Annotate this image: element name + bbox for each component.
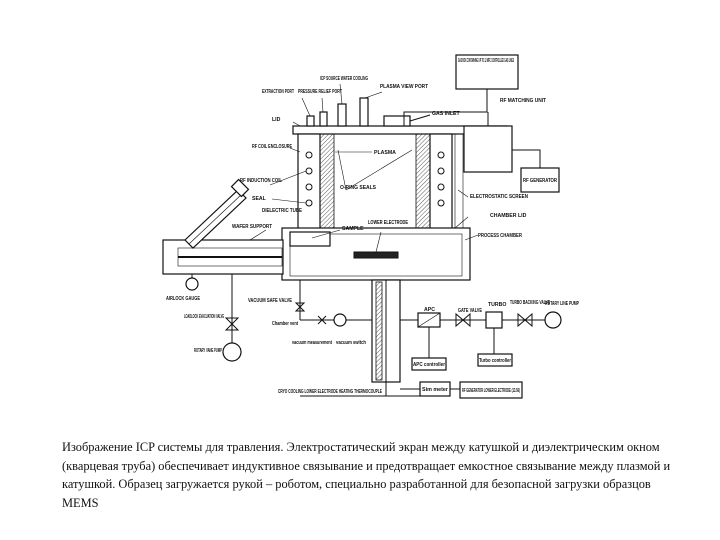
rf-matching-unit: [463, 125, 513, 173]
label-wafer-support: WAFER SUPPORT: [232, 224, 273, 230]
label-dielectric-tube: DIELECTRIC TUBE: [262, 208, 302, 214]
label-vacuum-switch: vacuum switch: [336, 340, 366, 346]
label-rf-induction-coil: RF INDUCTION COIL: [240, 178, 283, 184]
source-right-wall: [429, 133, 453, 231]
label-lower-rf-generator: RF GENERATOR LOWER ELECTRODE (13.56): [462, 388, 520, 394]
label-gate-valve: GATE VALVE: [458, 308, 482, 314]
vacuum-safe-valve: [294, 302, 306, 312]
pressure-relief-stub: [319, 111, 328, 127]
label-gas-box: GAS BOX CONTAINING UP TO 12 MFC CONTROLL…: [458, 58, 514, 64]
loadlock-evac-valve: [224, 317, 240, 331]
turbo-pump: [485, 311, 503, 329]
label-apc-controller: APC controller: [413, 362, 445, 368]
gate-valve: [455, 312, 471, 328]
label-sample: SAMPLE: [342, 226, 364, 232]
lower-rf-gen-box: [459, 381, 523, 399]
label-chamber-vent: Chamber vent: [272, 321, 298, 327]
lower-electrode: [353, 251, 399, 259]
plasma-view-stub: [359, 97, 369, 127]
label-cryo-cooling: CRYO COOLING LOWER ELECTRODE HEATING THE…: [278, 389, 382, 395]
electrostatic-screen-right: [454, 133, 464, 229]
water-cooling-stub: [337, 103, 347, 127]
label-process-chamber: PROCESS CHAMBER: [478, 233, 522, 239]
dielectric-right: [415, 133, 431, 231]
label-gas-inlet: GAS INLET: [432, 111, 460, 117]
label-rotary-line-pump: ROTARY LINE PUMP: [545, 301, 579, 307]
apc-controller-box: [411, 357, 447, 371]
label-turbo-backing-valve: TURBO BACKING VALVE: [510, 300, 550, 306]
chamber-inner: [289, 233, 463, 277]
rf-generator: [520, 167, 560, 193]
label-extraction-port: EXTRACTION PORT: [262, 89, 295, 95]
label-rf-generator: RF GENERATOR: [523, 178, 557, 184]
rotary-line-pump: [544, 311, 562, 329]
gas-inlet-stub: [383, 115, 411, 127]
label-seal: SEAL: [252, 196, 267, 202]
rotary-vane-pump: [222, 342, 242, 362]
sample-block: [289, 231, 331, 247]
gas-box: [455, 54, 519, 90]
label-rf-matching: RF MATCHING UNIT: [500, 98, 547, 104]
label-chamber-lid: CHAMBER LID: [490, 213, 527, 219]
label-lower-electrode: LOWER ELECTRODE: [368, 220, 408, 226]
extraction-port-stub: [306, 115, 315, 127]
label-rotary-vane-pump: ROTARY VANE PUMP: [194, 348, 222, 354]
label-pressure-relief: PRESSURE RELIEF PORT: [298, 89, 343, 95]
turbo-controller-box: [477, 353, 513, 367]
label-sim-meter: Sim meter: [422, 387, 448, 393]
label-lid: LID: [272, 117, 281, 123]
backing-valve: [517, 312, 533, 328]
label-loadlock-evac-valve: LOADLOCK EVACUATION VALVE: [184, 314, 224, 320]
diagram-labels: GAS BOX CONTAINING UP TO 12 MFC CONTROLL…: [166, 58, 579, 395]
label-plasma: PLASMA: [374, 150, 396, 156]
label-icp-source-cooling: ICP SOURCE WATER COOLING: [320, 76, 368, 82]
label-rf-coil-enclosure: RF COIL ENCLOSURE: [252, 144, 292, 150]
vacuum-measurement-gauge: [333, 313, 347, 327]
label-turbo: TURBO: [488, 302, 506, 308]
label-oring-seals: O-RING SEALS: [340, 185, 377, 191]
leader-lines: [249, 83, 479, 253]
label-apc: APC: [424, 307, 435, 313]
label-turbo-controller: Turbo controller: [479, 358, 511, 364]
label-plasma-view: PLASMA VIEW PORT: [380, 84, 429, 90]
source-left-wall: [297, 133, 321, 231]
label-vacuum-safe-valve: VACUUM SAFE VALVE: [248, 298, 292, 304]
figure-caption: Изображение ICP системы для травления. Э…: [62, 440, 671, 510]
induction-coils: [305, 151, 445, 207]
label-vacuum-measurement: vacuum measurement: [292, 340, 332, 346]
label-airlock-gauge: AIRLOCK GAUGE: [166, 296, 200, 302]
label-electrostatic-screen: ELECTROSTATIC SCREEN: [470, 194, 528, 200]
airlock-gauge: [185, 277, 199, 291]
dielectric-left: [319, 133, 335, 231]
